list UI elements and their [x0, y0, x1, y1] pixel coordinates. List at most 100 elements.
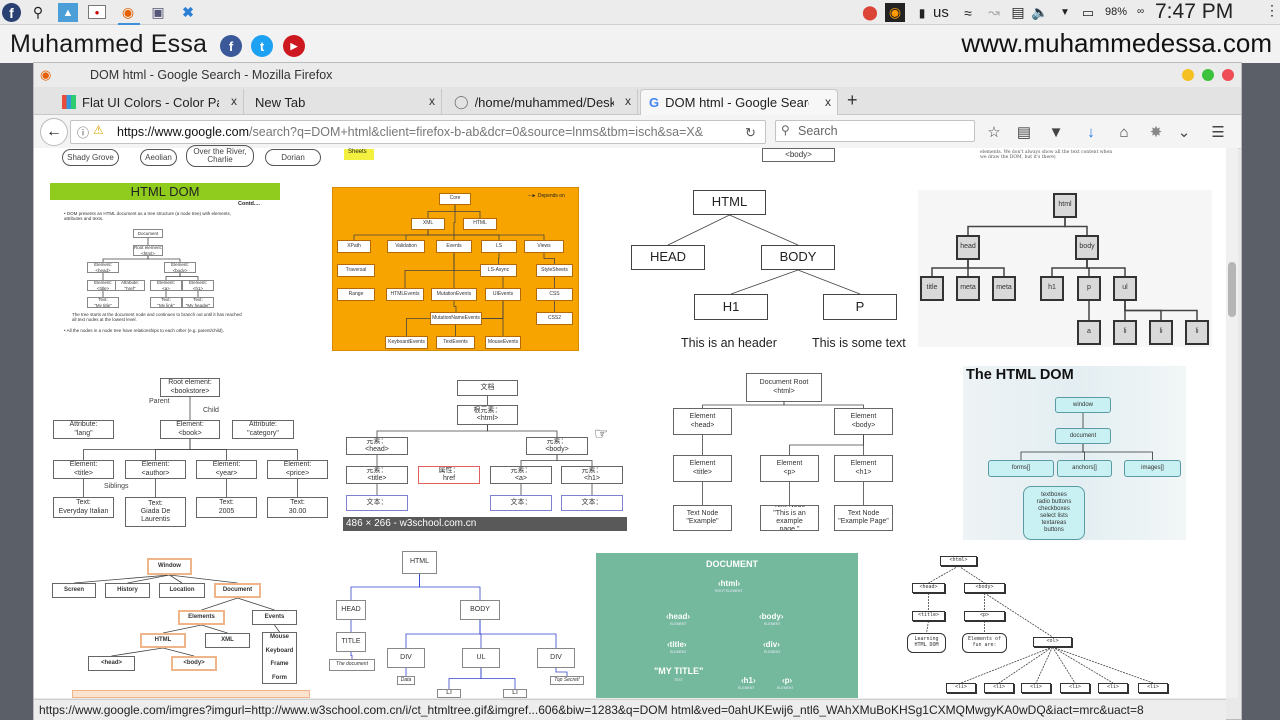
image-viewer-icon[interactable]: ▣ [151, 4, 165, 20]
image-pill[interactable]: Dorian [265, 149, 321, 166]
image-green-document[interactable] [596, 553, 858, 698]
chinese-node: 文本： [346, 495, 408, 511]
insecure-lock-icon[interactable]: ⚠ [93, 123, 104, 137]
tab-local-file[interactable]: ◯ /home/muhammed/Desk x [446, 89, 638, 115]
slide-node: Text: "My title" [87, 297, 119, 308]
sticky-note[interactable]: Sheets [344, 149, 374, 160]
orange-node: MouseEvents [485, 336, 521, 349]
docroot-node: Document Root <html> [746, 373, 822, 402]
close-button[interactable] [1222, 69, 1234, 81]
usb-icon[interactable]: ▮ [918, 5, 926, 20]
clock[interactable]: 7:47 PM [1155, 0, 1234, 23]
docroot-node: Text Node "This is an example page." [760, 505, 819, 531]
close-tab-icon[interactable]: x [231, 94, 237, 108]
gray-node: meta [956, 276, 980, 301]
bluetree-node: HEAD [336, 600, 366, 620]
bluetree-node: DIV [387, 648, 425, 668]
twitter-icon: t [251, 35, 273, 57]
green-html: ‹html› [718, 579, 741, 588]
search-input[interactable]: ⚲ Search [775, 120, 975, 142]
chevron-down-icon[interactable]: ▼ [1060, 7, 1070, 18]
close-tab-icon[interactable]: x [825, 95, 831, 109]
bookmark-star-icon[interactable]: ☆ [987, 124, 1001, 141]
close-tab-icon[interactable]: x [625, 94, 631, 108]
chrome-icon[interactable]: ⬤ [862, 4, 878, 20]
network-icon[interactable]: ↝ [988, 4, 1000, 20]
body-tag-box[interactable]: <body> [762, 148, 835, 162]
green-element: ELEMENT [764, 650, 781, 654]
gray-node: html [1053, 193, 1077, 218]
tab-dom-html-google-search[interactable]: G DOM html - Google Searc x [640, 89, 838, 115]
close-tab-icon[interactable]: x [429, 94, 435, 108]
hamburger-menu-icon[interactable]: ☰ [1211, 124, 1225, 141]
back-button[interactable]: ← [40, 118, 68, 146]
orange-node: StyleSheets [536, 264, 573, 277]
bluetree-node: LI [437, 689, 461, 698]
bluetree-node: TITLE [336, 632, 366, 652]
image-pill[interactable]: Aeolian [140, 149, 177, 166]
orange-node: Traversal [337, 264, 375, 277]
caption-text: This is some text [812, 336, 906, 350]
fedora-menu-icon[interactable]: f [2, 3, 21, 22]
reading-list-icon[interactable]: ▤ [1016, 124, 1032, 141]
green-element: ELEMENT [738, 686, 755, 690]
title-bar[interactable]: ◉ DOM html - Google Search - Mozilla Fir… [34, 63, 1241, 87]
image-pill[interactable]: Shady Grove [62, 149, 119, 166]
keyboard-layout[interactable]: us [933, 4, 949, 21]
facebook-icon: f [220, 35, 242, 57]
url-path: /search?q=DOM+html&client=firefox-b-ab&d… [249, 125, 704, 139]
bluetree-node: BODY [460, 600, 500, 620]
tab-new-tab[interactable]: New Tab x [247, 89, 442, 115]
orange-node: HTMLEvents [386, 288, 424, 301]
firefox-taskbar-icon[interactable]: ◉ [121, 4, 135, 20]
pocket-icon[interactable]: ▼ [1048, 123, 1064, 141]
wifi-icon[interactable]: ≈ [964, 4, 972, 21]
dashtree-node: <p> [964, 611, 1005, 621]
image-hover-caption[interactable]: 486 × 266 - w3school.com.cn [343, 517, 627, 531]
vscode-icon[interactable]: ✖ [182, 4, 194, 20]
bluetree-node: Top Secret! [550, 676, 584, 685]
url-text: https://www.google.com/search?q=DOM+html… [117, 125, 732, 139]
htmldom-node: document [1055, 428, 1111, 444]
image-pill[interactable]: Over the River, Charlie [186, 145, 254, 167]
orange-node: UIEvents [485, 288, 521, 301]
slide-title[interactable]: HTML DOM [50, 183, 280, 200]
status-bar-link-preview: https://www.google.com/imgres?imgurl=htt… [34, 699, 1226, 720]
dashtree-node: <title> [912, 611, 945, 621]
orange-node: MutationNameEvents [430, 312, 482, 325]
handwritten-note[interactable]: elements. We don't always show all the t… [980, 150, 1113, 160]
app-indicator-icon[interactable]: ◉ [885, 3, 905, 22]
clipboard-icon[interactable]: ▤ [1011, 4, 1025, 20]
battery-icon[interactable]: ▭ [1081, 4, 1095, 20]
green-element: ELEMENT [764, 622, 781, 626]
search-icon[interactable]: ⚲ [32, 4, 44, 20]
simple-node: H1 [694, 294, 768, 320]
info-icon[interactable]: ⓘ [77, 126, 90, 140]
youtube-icon: ▶ [283, 35, 305, 57]
scrollbar[interactable] [1226, 148, 1238, 698]
home-icon[interactable]: ⌂ [1119, 123, 1129, 141]
reload-icon[interactable]: ↻ [745, 125, 756, 140]
maximize-button[interactable] [1202, 69, 1214, 81]
tab-bar: Flat UI Colors - Color Palle x New Tab x… [34, 87, 1241, 115]
windowtree-node: Document [214, 583, 261, 598]
minimize-button[interactable] [1182, 69, 1194, 81]
overflow-chevron-icon[interactable]: ⌄ [1177, 124, 1191, 141]
software-icon[interactable]: ▲ [58, 3, 78, 22]
volume-icon[interactable]: 🔈 [1031, 4, 1049, 20]
search-icon: ⚲ [781, 123, 790, 137]
screen-recorder-icon[interactable]: ● [88, 5, 106, 19]
tab-flat-ui-colors[interactable]: Flat UI Colors - Color Palle x [54, 89, 244, 115]
url-bar[interactable]: ⓘ ⚠ https://www.google.com/search?q=DOM+… [70, 120, 766, 144]
legend-depends-on: ─► Depends on [528, 193, 565, 199]
new-tab-button[interactable]: + [847, 90, 858, 110]
gray-node: p [1077, 276, 1101, 301]
window-tree-footer [72, 690, 310, 698]
slide-node: Text: "My header" [182, 297, 214, 308]
extension-icon[interactable]: ✸ [1149, 124, 1163, 141]
gray-node: body [1075, 235, 1099, 260]
scrollbar-thumb[interactable] [1228, 262, 1236, 317]
dashtree-node: <head> [912, 583, 945, 593]
panel-more-icon[interactable]: ⋮ [1265, 2, 1279, 18]
download-icon[interactable]: ↓ [1087, 123, 1095, 141]
